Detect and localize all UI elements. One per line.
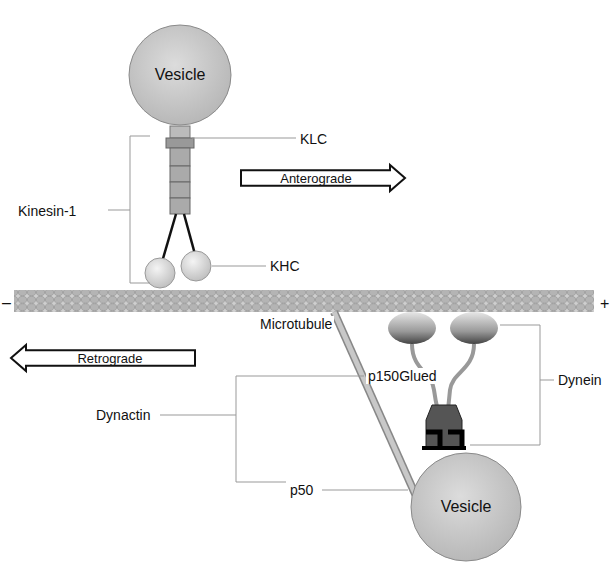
part-label: KLC [298, 131, 329, 147]
part-label: p50 [288, 482, 315, 498]
vesicle: Vesicle [128, 24, 232, 126]
part-label: – [0, 295, 13, 311]
vesicle: Vesicle [410, 452, 522, 562]
part-label: KHC [268, 258, 302, 274]
kinesin-motor [145, 126, 211, 288]
direction-arrow: Retrograde [10, 344, 196, 372]
microtubule [14, 290, 594, 312]
direction-label: Anterograde [280, 171, 352, 186]
part-label: Microtubule [258, 316, 334, 332]
direction-arrow: Anterograde [240, 164, 406, 192]
part-label: + [598, 296, 611, 312]
vesicle-label: Vesicle [155, 66, 206, 84]
part-label: p150Glued [366, 368, 439, 384]
part-label: Kinesin-1 [16, 203, 78, 219]
direction-label: Retrograde [77, 351, 142, 366]
part-label: Dynactin [94, 407, 152, 423]
part-label: Dynein [556, 372, 604, 388]
vesicle-label: Vesicle [441, 498, 492, 516]
